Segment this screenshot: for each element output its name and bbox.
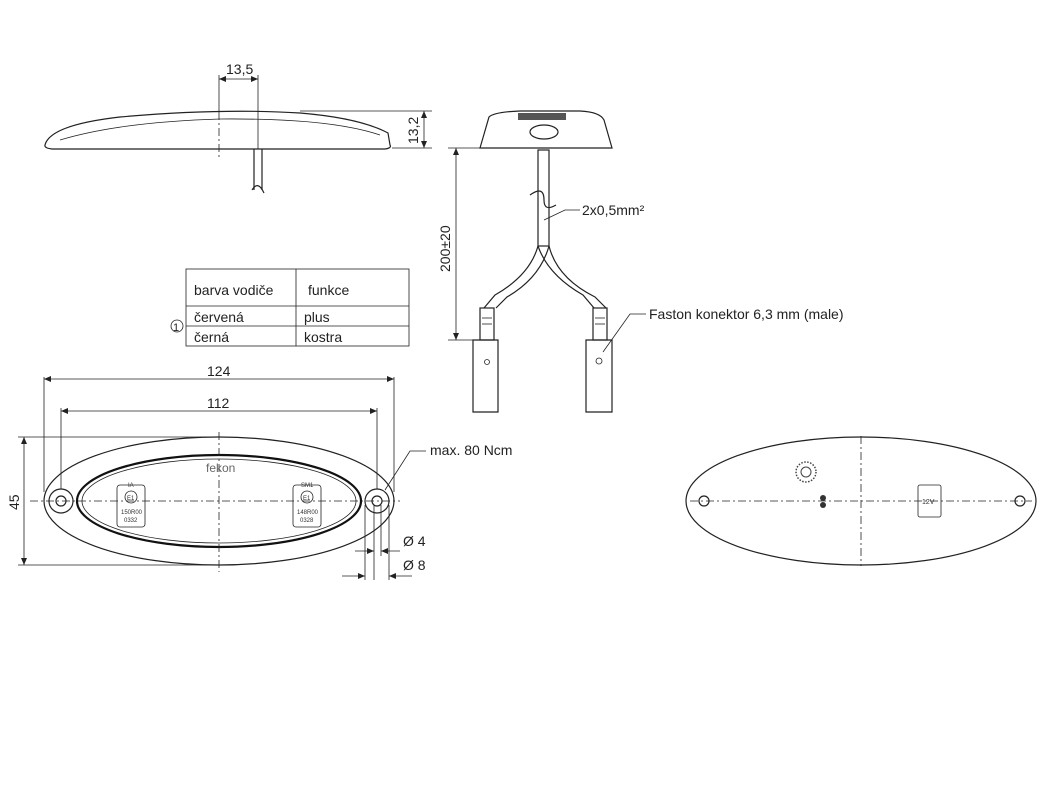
cable-view: 200±20 2x0,5mm² Faston konektor 6,3 mm (… — [437, 110, 844, 413]
logo-text: fekon — [206, 461, 235, 475]
table-row-1-function: plus — [304, 309, 330, 325]
dim-124: 124 — [207, 363, 231, 379]
wire-table: barva vodiče funkce červená plus černá k… — [170, 268, 410, 347]
dim-200: 200±20 — [437, 225, 453, 272]
callout-number: 1 — [173, 322, 179, 334]
dim-phi8: Ø 8 — [403, 557, 426, 573]
table-row-2-color: černá — [194, 329, 229, 345]
voltage-label: 12V — [922, 499, 935, 506]
table-row-2-function: kostra — [304, 329, 342, 345]
table-row-1-color: červená — [194, 309, 244, 325]
right-num2: 0328 — [300, 518, 314, 524]
wire-label: 2x0,5mm² — [582, 202, 645, 218]
left-num1: 150R00 — [121, 510, 143, 516]
left-e-mark: E1 — [127, 496, 135, 502]
right-num1: 148R00 — [297, 510, 319, 516]
dim-45: 45 — [6, 494, 22, 510]
torque-label: max. 80 Ncm — [430, 442, 512, 458]
dim-phi4: Ø 4 — [403, 533, 426, 549]
right-e-mark: E1 — [303, 496, 311, 502]
dim-13-5: 13,5 — [226, 61, 253, 77]
dim-13-2: 13,2 — [405, 117, 421, 144]
certification-stamp — [795, 461, 817, 483]
table-header-color: barva vodiče — [194, 282, 274, 298]
faston-label: Faston konektor 6,3 mm (male) — [649, 306, 844, 322]
left-num2: 0332 — [124, 518, 138, 524]
lamp-bottom-view: 12V — [685, 436, 1037, 566]
right-code: SM1 — [301, 483, 314, 489]
table-header-function: funkce — [308, 282, 349, 298]
side-view: 13,5 13,2 — [44, 61, 432, 194]
lamp-top-view: fekon IA E1 150R00 0332 SM1 E1 148R00 03… — [6, 363, 512, 580]
dim-112: 112 — [207, 395, 230, 411]
left-code: IA — [128, 483, 134, 489]
